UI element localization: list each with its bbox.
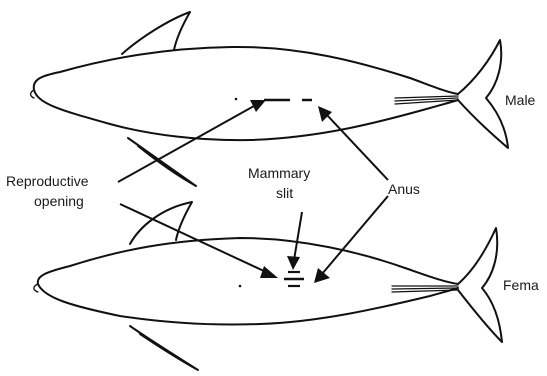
male-body [34,47,458,140]
female-body [38,238,458,325]
female-tail-fluke [458,228,502,342]
female-flipper [130,326,198,370]
male-dorsal-fin [122,12,190,54]
arrow-mammary-slit [294,212,302,260]
female-dolphin [34,202,502,370]
male-tail-fluke [458,40,508,148]
label-anus: Anus [388,181,420,197]
label-male: Male [505,92,536,108]
male-dolphin [31,12,508,186]
label-reproductive-line1: Reproductive [6,173,89,189]
label-reproductive-line2: opening [34,193,84,209]
arrow-anus-male [326,114,388,180]
arrow-reproductive-male [118,106,254,182]
annotation-arrows [118,100,388,283]
label-mammary-line1: Mammary [248,165,310,181]
label-female: Fema [503,277,539,293]
label-mammary-line2: slit [276,185,293,201]
arrow-anus-female [322,196,388,274]
